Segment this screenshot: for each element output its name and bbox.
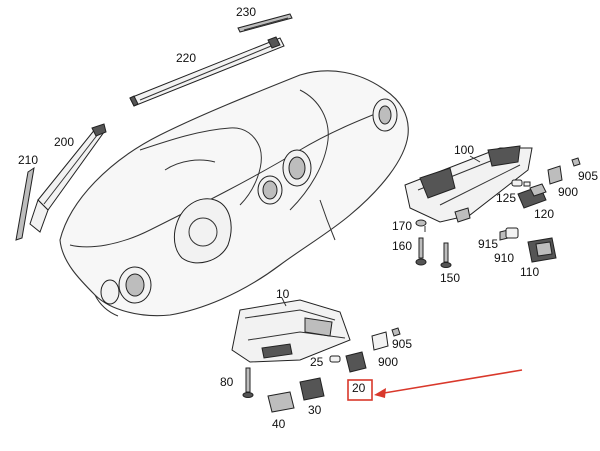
label-905b[interactable]: 905 bbox=[392, 337, 412, 351]
label-10[interactable]: 10 bbox=[276, 287, 290, 301]
label-915[interactable]: 915 bbox=[478, 237, 498, 251]
part-220-defroster-strip[interactable] bbox=[129, 36, 285, 107]
part-150-screw[interactable] bbox=[440, 242, 452, 268]
label-220[interactable]: 220 bbox=[176, 51, 196, 65]
part-80-screw[interactable] bbox=[242, 367, 254, 398]
label-200[interactable]: 200 bbox=[54, 135, 74, 149]
part-905b-clip[interactable] bbox=[391, 327, 401, 337]
label-80[interactable]: 80 bbox=[220, 375, 234, 389]
label-905a[interactable]: 905 bbox=[578, 169, 598, 183]
part-30-latch[interactable] bbox=[299, 377, 325, 401]
part-200-side-panel[interactable] bbox=[29, 123, 107, 233]
label-910[interactable]: 910 bbox=[494, 251, 514, 265]
part-10-glovebox[interactable] bbox=[231, 299, 351, 363]
label-25[interactable]: 25 bbox=[310, 355, 324, 369]
part-230-trim-strip[interactable] bbox=[237, 13, 293, 33]
part-120-lamp-housing[interactable] bbox=[517, 183, 547, 209]
part-110-switch[interactable] bbox=[527, 237, 557, 263]
label-230[interactable]: 230 bbox=[236, 5, 256, 19]
part-100-lower-panel[interactable] bbox=[404, 145, 533, 223]
part-910-bulb-holder[interactable] bbox=[505, 227, 519, 239]
part-labels: 230 220 200 210 100 905 900 125 120 170 … bbox=[18, 5, 598, 431]
part-900a-switch[interactable] bbox=[547, 165, 563, 185]
dashboard-body bbox=[59, 70, 409, 317]
part-125-bulb[interactable] bbox=[511, 179, 531, 187]
label-20[interactable]: 20 bbox=[352, 381, 366, 395]
part-900b-switch[interactable] bbox=[371, 331, 389, 351]
part-170-washer[interactable] bbox=[415, 219, 427, 227]
label-30[interactable]: 30 bbox=[308, 403, 322, 417]
highlight-annotation bbox=[347, 369, 523, 401]
label-110[interactable]: 110 bbox=[520, 265, 539, 279]
label-160[interactable]: 160 bbox=[392, 239, 412, 253]
part-160-screw[interactable] bbox=[415, 237, 427, 266]
highlight-arrow-line bbox=[377, 369, 523, 395]
part-25-bulb[interactable] bbox=[329, 355, 341, 363]
label-40[interactable]: 40 bbox=[272, 417, 286, 431]
part-210-side-trim[interactable] bbox=[15, 166, 35, 241]
label-120[interactable]: 120 bbox=[534, 207, 554, 221]
label-900a[interactable]: 900 bbox=[558, 185, 578, 199]
label-210[interactable]: 210 bbox=[18, 153, 38, 167]
label-170[interactable]: 170 bbox=[392, 219, 412, 233]
leader-lines bbox=[281, 155, 481, 307]
part-20-lamp[interactable] bbox=[345, 351, 367, 373]
label-125[interactable]: 125 bbox=[496, 191, 516, 205]
label-150[interactable]: 150 bbox=[440, 271, 460, 285]
label-100[interactable]: 100 bbox=[454, 143, 474, 157]
part-40-latch-bracket[interactable] bbox=[267, 391, 295, 413]
highlight-box bbox=[347, 379, 373, 401]
label-900b[interactable]: 900 bbox=[378, 355, 398, 369]
part-905a-clip[interactable] bbox=[571, 157, 581, 167]
highlight-arrow-head bbox=[374, 388, 386, 398]
